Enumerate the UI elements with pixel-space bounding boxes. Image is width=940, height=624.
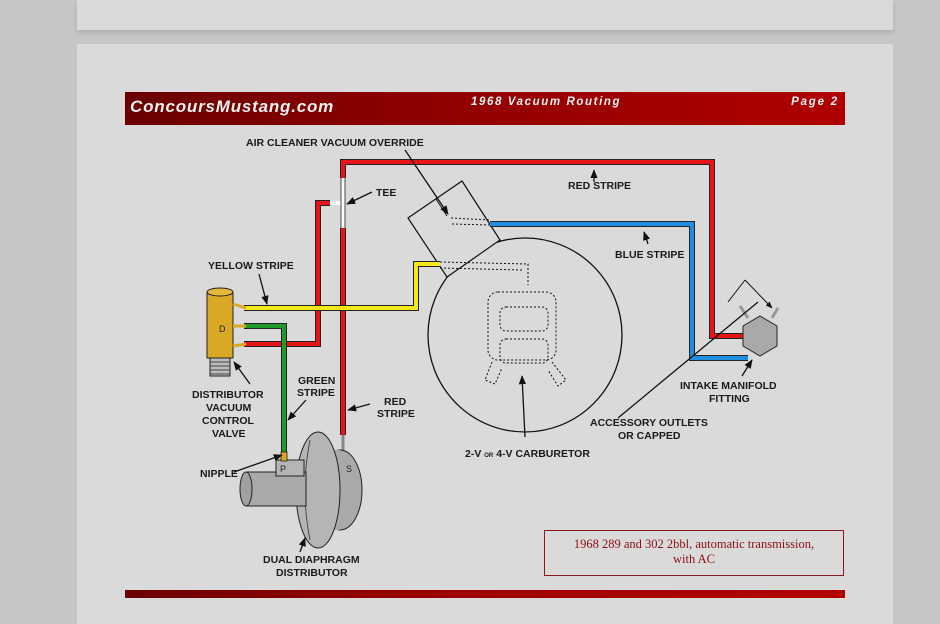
carb-bore-bottom — [499, 338, 549, 364]
valve-port-d: D — [219, 324, 226, 334]
label-nipple: NIPPLE — [200, 468, 238, 480]
label-green-stripe-1: GREEN — [298, 375, 335, 387]
label-dvcv-2: VACUUM — [206, 402, 252, 414]
label-air-cleaner-vacuum-override: AIR CLEANER VACUUM OVERRIDE — [246, 137, 424, 149]
label-red-stripe-lower-1: RED — [384, 396, 407, 408]
label-tee: TEE — [376, 187, 396, 199]
label-blue-stripe: BLUE STRIPE — [615, 249, 684, 261]
page-number: Page 2 — [791, 96, 839, 108]
label-distributor-1: DUAL DIAPHRAGM — [263, 554, 360, 566]
caption-box: 1968 289 and 302 2bbl, automatic transmi… — [544, 530, 844, 576]
label-distributor-2: DISTRIBUTOR — [276, 567, 348, 579]
hoses — [244, 159, 748, 452]
distributor-port-s: S — [346, 464, 352, 474]
label-dvcv-3: CONTROL — [202, 415, 254, 427]
carb-dashed-yellow — [439, 261, 529, 285]
carb-feet-dashed — [484, 361, 567, 387]
distributor-vacuum-control-valve: D — [206, 287, 247, 377]
carb-body-dashed — [487, 291, 557, 361]
caption-line-2: with AC — [672, 552, 716, 566]
distributor-port-p: P — [280, 464, 286, 474]
intake-manifold-fitting — [727, 279, 780, 357]
previous-page — [77, 0, 893, 30]
site-name: ConcoursMustang.com — [130, 97, 335, 116]
label-dvcv-4: VALVE — [212, 428, 245, 440]
caption-line-1: 1968 289 and 302 2bbl, automatic transmi… — [573, 537, 815, 551]
label-accessory-2: OR CAPPED — [618, 430, 681, 442]
label-carburetor: 2-V OR 4-V CARBURETOR — [465, 448, 590, 460]
leader-arrows — [233, 149, 759, 553]
page-title: 1968 Vacuum Routing — [471, 96, 622, 108]
label-red-stripe-lower-2: STRIPE — [377, 408, 415, 420]
label-intake-1: INTAKE MANIFOLD — [680, 380, 777, 392]
label-red-stripe-top: RED STRIPE — [568, 180, 631, 192]
label-green-stripe-2: STRIPE — [297, 387, 335, 399]
footer-bar — [125, 590, 845, 598]
label-yellow-stripe: YELLOW STRIPE — [208, 260, 294, 272]
page-header: ConcoursMustang.com 1968 Vacuum Routing … — [125, 92, 845, 125]
air-cleaner-outline — [407, 180, 501, 278]
vacuum-routing-diagram: D P S — [192, 137, 780, 579]
carb-bore-top — [499, 306, 549, 332]
current-page: ConcoursMustang.com 1968 Vacuum Routing … — [77, 44, 893, 624]
label-intake-2: FITTING — [709, 393, 750, 405]
label-accessory-1: ACCESSORY OUTLETS — [590, 417, 708, 429]
dual-diaphragm-distributor: P S — [239, 431, 363, 549]
carb-dashed-passage — [450, 217, 491, 226]
label-dvcv-1: DISTRIBUTOR — [192, 389, 264, 401]
